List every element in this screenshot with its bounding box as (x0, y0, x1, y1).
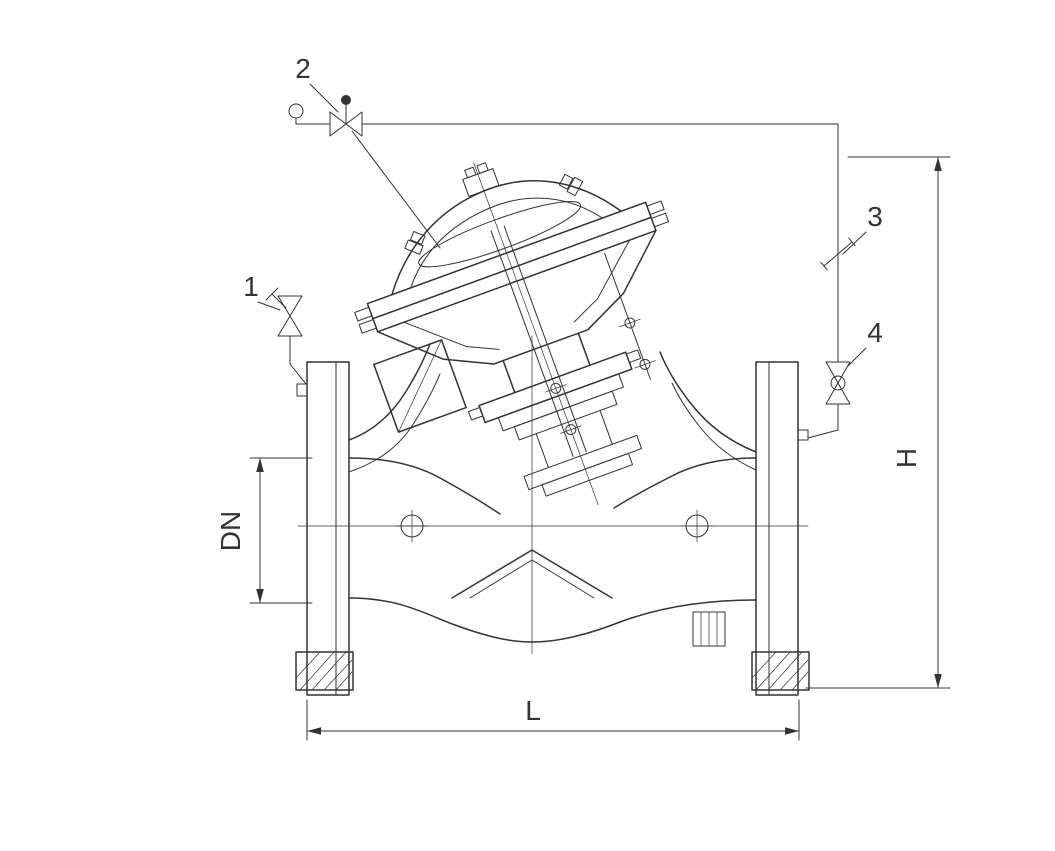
cover-bolt-left (404, 230, 426, 255)
actuator-axis-centerline (473, 162, 599, 506)
dimension-l: L (306, 695, 800, 741)
dimension-dn-label: DN (215, 511, 246, 551)
dimension-dn: DN (215, 457, 313, 604)
dimension-l-label: L (525, 695, 541, 726)
dimension-h-label: H (891, 448, 922, 468)
callout-2-label: 2 (295, 53, 311, 84)
indicator-rod (604, 252, 656, 380)
callouts: 2 1 3 4 (243, 53, 883, 367)
callout-3-label: 3 (867, 201, 883, 232)
bolt-hole-mark-right (680, 509, 714, 543)
dimension-h: H (805, 156, 951, 689)
pilot-tubing (288, 103, 839, 439)
inlet-bottom-bolt-boss (295, 651, 354, 691)
pilot-valve-2 (329, 95, 363, 137)
pilot-fitting-circle (288, 103, 304, 119)
valve-2-ball-handle (341, 95, 351, 105)
valve-stem (490, 230, 574, 457)
callout-4-label: 4 (867, 317, 883, 348)
valve-body (297, 335, 809, 655)
diaphragm-actuator (354, 162, 670, 506)
outlet-bottom-bolt-boss (751, 651, 810, 691)
actuator-bracket (373, 339, 467, 433)
cover-bolt-right (558, 173, 584, 197)
outlet-flange (751, 361, 810, 696)
drain-boss (692, 611, 726, 647)
outlet-tap-boss (797, 429, 809, 441)
callout-1-label: 1 (243, 271, 259, 302)
inlet-flange (295, 361, 354, 696)
inlet-tap-boss (296, 383, 308, 397)
pilot-valve-1 (265, 287, 303, 337)
pilot-valve-3 (820, 237, 856, 271)
pilot-valve-4 (825, 361, 851, 405)
bolt-hole-mark-left (395, 509, 429, 543)
